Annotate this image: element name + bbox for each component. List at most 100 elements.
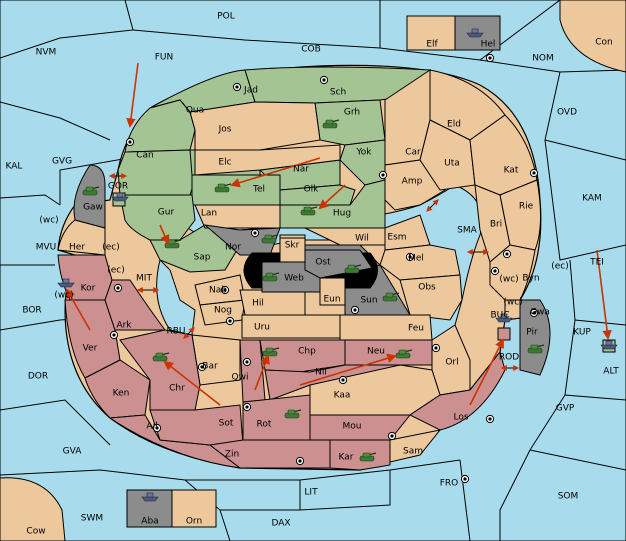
territory-buc-box[interactable] — [497, 327, 511, 341]
territory-tel[interactable] — [191, 174, 281, 206]
label-uru: Uru — [254, 323, 270, 333]
territory-obs[interactable] — [399, 274, 463, 321]
label-buc: BUC — [490, 311, 509, 321]
territory-can[interactable] — [117, 149, 196, 196]
territory-jos[interactable] — [189, 101, 321, 151]
supply-centre — [125, 137, 135, 147]
territory-gwa[interactable] — [504, 299, 521, 321]
label-los: Los — [453, 413, 468, 423]
label-uta: Uta — [444, 159, 460, 169]
label-her: Her — [69, 243, 85, 253]
territory-elc[interactable] — [194, 144, 341, 176]
territory-sap[interactable] — [149, 224, 241, 273]
label-rod: ROD — [499, 353, 519, 363]
label-ost: Ost — [315, 258, 331, 268]
label-kar: Kar — [339, 453, 354, 463]
label-lan: Lan — [201, 209, 217, 219]
label-gor: GOR — [108, 182, 128, 192]
supply-centre — [338, 375, 348, 385]
label-cob: COB — [301, 45, 321, 55]
label-gwa: Gwa — [530, 308, 550, 318]
label-ver: Ver — [83, 344, 98, 354]
label-car: Car — [405, 148, 421, 158]
label-zin: Zin — [225, 450, 239, 460]
territory-chr[interactable] — [119, 329, 201, 411]
supply-centre — [225, 316, 235, 326]
coast-note: (ec) — [551, 262, 569, 272]
label-bor: BOR — [22, 306, 41, 316]
label-aba: Aba — [141, 517, 158, 527]
label-can: Can — [136, 151, 154, 161]
label-obs: Obs — [418, 283, 436, 293]
territory-eun-box[interactable] — [319, 277, 346, 306]
label-nar: Nar — [293, 165, 309, 175]
label-nor: Nor — [225, 243, 241, 253]
label-nvm: NVM — [36, 48, 57, 58]
label-tel: Tel — [252, 185, 265, 195]
territory-gaw[interactable] — [73, 164, 106, 229]
coast-note: (ec) — [102, 243, 120, 253]
supply-centre — [350, 305, 360, 315]
territory-neu[interactable] — [344, 339, 433, 366]
coast-note: (wc) — [39, 216, 58, 226]
coast-note: (wc) — [503, 298, 522, 308]
label-byn: Byn — [522, 274, 539, 284]
label-gvp: GVP — [556, 404, 575, 414]
label-sma: SMA — [457, 226, 477, 236]
label-kat: Kat — [504, 166, 519, 176]
supply-centre — [485, 414, 495, 424]
supply-centre — [431, 343, 441, 353]
supply-centre — [460, 474, 470, 484]
label-sam: Sam — [403, 447, 423, 457]
label-neu: Neu — [367, 347, 385, 357]
label-fun: FUN — [155, 53, 174, 63]
label-jad: Jad — [243, 86, 258, 96]
label-bar: Bar — [202, 362, 218, 372]
supply-centre — [387, 431, 397, 441]
territory-kar[interactable] — [329, 439, 391, 471]
label-chr: Chr — [169, 384, 185, 394]
label-kam: KAM — [582, 194, 602, 204]
supply-centre — [295, 456, 305, 466]
label-feu: Feu — [408, 324, 424, 334]
label-gaw: Gaw — [83, 203, 103, 213]
territory-olk[interactable] — [279, 184, 356, 206]
coast-note: (wc) — [54, 291, 73, 301]
territory-cow[interactable] — [0, 477, 66, 541]
supply-centre — [242, 357, 252, 367]
territory-uta[interactable] — [419, 119, 476, 191]
supply-centre — [113, 283, 123, 293]
territory-orn[interactable] — [171, 489, 217, 528]
label-con: Con — [595, 38, 613, 48]
territory-hil[interactable] — [239, 289, 306, 316]
territory-gur[interactable] — [119, 194, 196, 241]
label-sap: Sap — [194, 253, 211, 263]
label-jos: Jos — [218, 125, 232, 135]
label-eun: Eun — [323, 295, 340, 305]
label-sot: Sot — [219, 419, 234, 429]
label-ovd: OVD — [557, 108, 577, 118]
label-elf: Elf — [426, 40, 438, 50]
label-gur: Gur — [158, 208, 175, 218]
label-nab: Nab — [209, 286, 227, 296]
label-kaa: Kaa — [334, 391, 351, 401]
order-arrows — [66, 62, 612, 406]
label-rot: Rot — [257, 420, 272, 430]
label-olk: Olk — [304, 185, 320, 195]
supply-centre — [502, 249, 512, 259]
label-web: Web — [284, 274, 304, 284]
territory-rot[interactable] — [242, 394, 311, 441]
red-faction-regions — [57, 254, 506, 471]
label-wil: Wil — [355, 234, 369, 244]
label-cow: Cow — [26, 527, 45, 537]
territory-pir[interactable] — [519, 299, 551, 376]
label-grh: Grh — [344, 108, 360, 118]
label-tei: TEI — [589, 258, 604, 268]
label-sun: Sun — [360, 296, 377, 306]
territory-ver[interactable] — [64, 299, 121, 379]
territory-ken[interactable] — [84, 359, 151, 419]
supply-centre — [232, 82, 242, 92]
label-som: SOM — [558, 492, 579, 502]
